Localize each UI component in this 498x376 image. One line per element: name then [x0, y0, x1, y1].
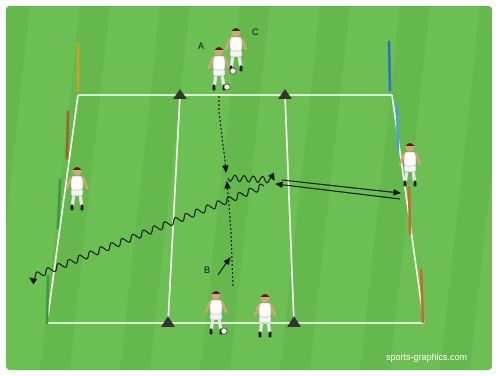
ball-icon	[229, 67, 237, 75]
player-left	[65, 166, 89, 211]
inner-right-line	[284, 94, 295, 324]
cone-top-left	[173, 89, 187, 99]
players	[65, 27, 422, 338]
field-lines	[46, 94, 425, 324]
pole-top-right	[387, 40, 392, 92]
grass-stripe	[280, 6, 350, 370]
grass-stripe	[200, 6, 270, 370]
player-labels: A C B	[198, 27, 259, 275]
label-c: C	[252, 27, 259, 37]
pole-right-upper	[395, 102, 400, 152]
player-c	[224, 27, 248, 75]
grass-stripes	[6, 6, 492, 370]
credit-text: sports-graphics.com	[386, 352, 467, 362]
pole-right-lower	[407, 186, 412, 236]
player-bottom-2	[253, 293, 277, 338]
ball-icon	[220, 327, 228, 335]
pole-bottom-left	[45, 274, 50, 325]
path-b-short-arrow	[217, 257, 231, 276]
cone-top-right	[278, 89, 292, 99]
pole-bottom-right	[419, 268, 425, 324]
movement-paths	[29, 96, 402, 287]
grass-stripe	[440, 6, 492, 370]
poles	[45, 40, 425, 325]
path-pass-to-right-arrow	[281, 179, 402, 196]
path-pass-back-arrow	[274, 181, 401, 200]
ball-icon	[223, 83, 231, 91]
path-b-run-arrow	[224, 180, 234, 287]
cones	[161, 89, 301, 327]
grass-stripe	[120, 6, 190, 370]
field	[6, 6, 492, 370]
label-a: A	[198, 41, 204, 51]
grass-stripe	[360, 6, 430, 370]
path-a-run-arrow	[218, 96, 229, 174]
path-dribble-to-right-arrow	[227, 172, 275, 184]
cone-bottom-left	[161, 316, 175, 327]
player-right	[398, 142, 422, 187]
pole-left-lower	[56, 178, 62, 230]
inner-left-line	[167, 94, 181, 324]
player-b	[204, 290, 228, 335]
path-dribble-to-left-arrow	[29, 183, 265, 285]
left-boundary-line	[46, 94, 79, 324]
label-b: B	[204, 265, 210, 275]
player-a	[207, 46, 231, 91]
cone-bottom-right	[287, 316, 301, 327]
grass-stripe	[6, 6, 30, 370]
pole-left-upper	[65, 110, 70, 160]
